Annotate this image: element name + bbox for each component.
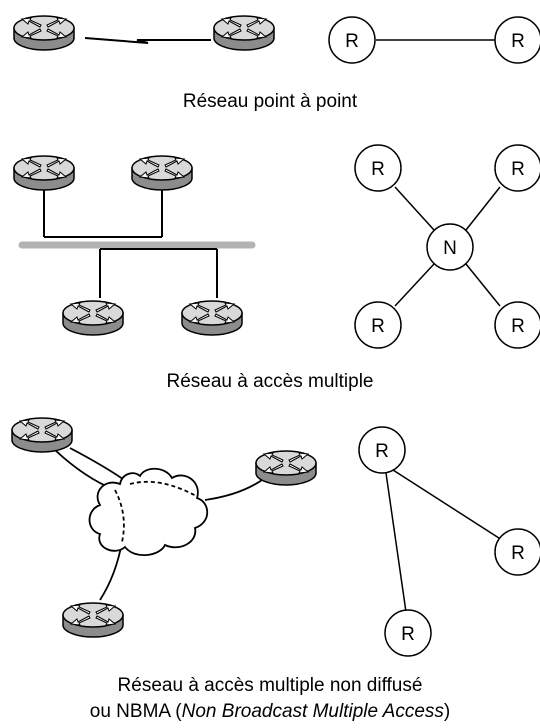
svg-text:R: R — [345, 31, 359, 52]
router-icon — [13, 155, 75, 191]
svg-text:R: R — [511, 316, 525, 337]
caption-point-to-point: Réseau point à point — [182, 91, 358, 112]
caption-nbma-suffix: ) — [443, 701, 451, 722]
cloud-shape — [88, 467, 209, 556]
graph-node-r: R — [494, 144, 540, 192]
router-icon — [255, 450, 317, 486]
graph-node-r: R — [358, 426, 406, 474]
svg-text:R: R — [375, 441, 389, 462]
graph-node-r: R — [384, 609, 432, 657]
caption-multiple-access: Réseau à accès multiple — [166, 371, 374, 392]
caption-nbma-prefix: ou NBMA ( — [89, 701, 182, 722]
nbma-graph-edges — [385, 469, 503, 613]
router-icon — [213, 15, 275, 51]
caption-nbma-italic: Non Broadcast Multiple Access — [181, 701, 444, 722]
router-icon — [131, 155, 193, 191]
graph-node-n: N — [426, 223, 474, 271]
svg-text:R: R — [371, 316, 385, 337]
caption-nbma-line2: ou NBMA (Non Broadcast Multiple Access) — [0, 700, 540, 724]
star-edges — [394, 186, 501, 307]
svg-text:R: R — [511, 543, 525, 564]
svg-text:R: R — [401, 624, 415, 645]
graph-node-r: R — [328, 16, 376, 64]
serial-link — [84, 37, 211, 44]
graph-node-r: R — [494, 301, 540, 349]
svg-text:R: R — [371, 159, 385, 180]
graph-node-r: R — [354, 144, 402, 192]
svg-text:N: N — [443, 238, 457, 259]
graph-node-r: R — [494, 528, 540, 576]
router-icon — [62, 300, 124, 336]
svg-text:R: R — [511, 31, 525, 52]
svg-text:R: R — [511, 159, 525, 180]
router-icon — [181, 300, 243, 336]
lan-segment — [18, 188, 256, 298]
graph-node-r: R — [354, 301, 402, 349]
graph-node-r: R — [494, 16, 540, 64]
router-icon — [62, 602, 124, 638]
caption-nbma-line1: Réseau à accès multiple non diffusé — [117, 675, 423, 696]
router-icon — [13, 15, 75, 51]
virtual-circuits — [114, 480, 199, 543]
router-icon — [11, 417, 73, 453]
